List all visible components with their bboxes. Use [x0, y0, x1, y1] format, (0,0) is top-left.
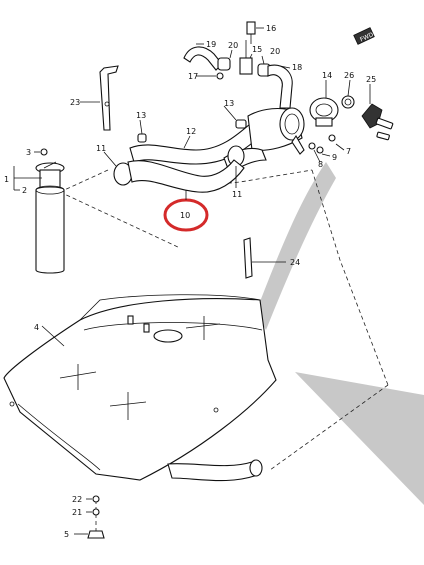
lock-assembly-25 — [361, 103, 394, 141]
callout-22: 22 — [72, 495, 82, 504]
front-direction-marker: FWD — [353, 27, 375, 45]
breather-hose-18 — [267, 64, 293, 109]
fuel-cap-14 — [309, 97, 339, 127]
tank-pump-opening — [153, 329, 183, 343]
callout-2: 2 — [22, 186, 27, 195]
bracket-23 — [99, 65, 119, 131]
callout-labels: 16 19 20 15 20 17 18 14 26 25 23 13 13 1… — [4, 24, 376, 539]
callout-5: 5 — [64, 530, 69, 539]
filler-pipe-end — [249, 459, 263, 477]
dash-line — [311, 169, 389, 386]
dash-line — [59, 191, 181, 249]
shadow-wedge-mid — [256, 162, 336, 330]
washer-22 — [92, 495, 100, 503]
callout-4: 4 — [34, 323, 39, 332]
callout-7: 7 — [346, 147, 351, 156]
filler-hose-10 — [127, 159, 245, 193]
callout-16: 16 — [266, 24, 276, 33]
connector-15 — [239, 40, 253, 75]
callout-15: 15 — [252, 45, 262, 54]
callout-18: 18 — [292, 63, 302, 72]
callout-21: 21 — [72, 508, 82, 517]
bolt-5 — [87, 530, 105, 539]
clamp-20-left — [217, 57, 231, 71]
tank-body — [3, 298, 277, 481]
dash-line — [269, 384, 389, 471]
callout-11-left: 11 — [96, 144, 106, 153]
callout-25: 25 — [366, 75, 376, 84]
callout-19: 19 — [206, 40, 216, 49]
washer-21 — [92, 508, 100, 516]
tank-stud — [143, 323, 150, 333]
clip-17 — [204, 72, 224, 80]
nut-9 — [316, 146, 324, 154]
callout-14: 14 — [322, 71, 332, 80]
leader-lines — [13, 27, 371, 535]
callout-20-right: 20 — [270, 47, 280, 56]
callout-11-right: 11 — [232, 190, 242, 199]
callout-8: 8 — [318, 160, 323, 169]
tank-stud — [127, 315, 134, 325]
callout-3: 3 — [26, 148, 31, 157]
callout-13-left: 13 — [136, 111, 146, 120]
washer-8 — [308, 142, 316, 150]
fuel-tank-4 — [3, 294, 277, 481]
screw-16 — [246, 21, 256, 44]
screw-3 — [40, 148, 48, 156]
callout-12: 12 — [186, 127, 196, 136]
filler-pipe — [167, 461, 261, 482]
callout-20-left: 20 — [228, 41, 238, 50]
callout-23: 23 — [70, 98, 80, 107]
callout-10: 10 — [180, 211, 190, 220]
gasket-26 — [341, 95, 355, 109]
callout-13-right: 13 — [224, 99, 234, 108]
screw-7 — [328, 134, 336, 142]
dash-line — [59, 169, 109, 193]
pump-body — [35, 186, 65, 274]
callout-1: 1 — [4, 175, 9, 184]
fuel-pump-assembly-1 — [35, 161, 65, 274]
callout-26: 26 — [344, 71, 354, 80]
vent-hose-19 — [183, 46, 223, 71]
callout-17: 17 — [188, 72, 198, 81]
clip-13-right — [235, 119, 247, 129]
callout-24: 24 — [290, 258, 300, 267]
shadow-wedge-lower — [295, 372, 424, 505]
clip-13-left — [137, 133, 147, 143]
callout-9: 9 — [332, 153, 337, 162]
bracket-24 — [243, 237, 253, 279]
